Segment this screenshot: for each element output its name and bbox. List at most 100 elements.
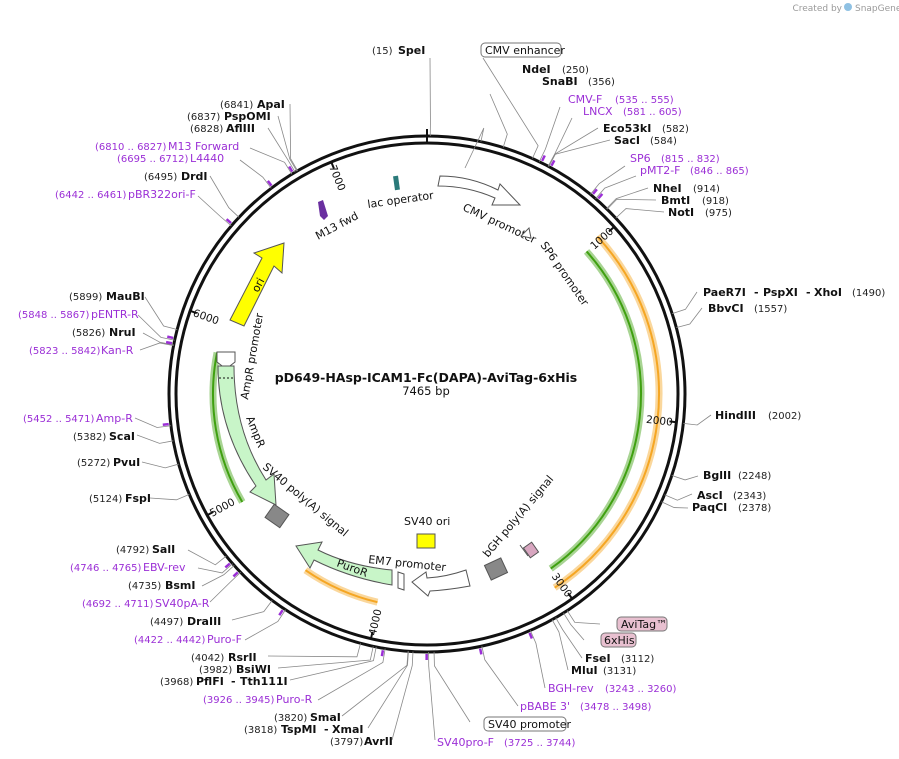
sp6-promoter-label: SP6 promoter xyxy=(538,239,592,308)
puror-arrow xyxy=(295,541,393,586)
pflfi-pos: (3968) xyxy=(160,677,193,688)
bgh-polya-label: bGH poly(A) signal xyxy=(480,473,556,560)
leader-line xyxy=(231,600,273,621)
mlui-pos: (3131) xyxy=(603,666,636,677)
tick-label-2000: 2000 xyxy=(645,414,673,429)
sp6-name: SP6 xyxy=(630,152,651,165)
snabi-name: SnaBI xyxy=(542,75,578,88)
hindiii-pos: (2002) xyxy=(768,411,801,422)
leader-line xyxy=(139,342,174,351)
tspmi-pos: (3818) xyxy=(244,725,277,736)
leader-line xyxy=(289,646,377,681)
leader-line xyxy=(606,187,649,209)
primer-mark xyxy=(225,218,232,225)
tick-4000 xyxy=(370,631,374,638)
leader-line xyxy=(277,646,374,669)
site-leader-lines xyxy=(134,57,712,741)
primer-mark xyxy=(380,650,385,657)
leader-line xyxy=(239,159,272,189)
pbabe3-pos: (3478 .. 3498) xyxy=(580,702,652,713)
leader-line xyxy=(197,195,232,227)
drdi-pos: (6495) xyxy=(144,172,177,183)
pvui-name: PvuI xyxy=(113,456,140,469)
bsmi-name: BsmI xyxy=(165,579,196,592)
bmti-name: BmtI xyxy=(661,194,690,207)
snapgene-logo-icon xyxy=(844,3,852,11)
leader-line xyxy=(244,609,286,641)
leader-line xyxy=(289,103,298,171)
tick-6000 xyxy=(190,310,198,315)
leader-line xyxy=(606,198,657,210)
tick-7000 xyxy=(330,162,335,169)
ndei-name: NdeI xyxy=(522,63,551,76)
sv40-promoter-arrow xyxy=(411,569,471,597)
spei-name: SpeI xyxy=(398,44,425,57)
em7-promoter-arrow xyxy=(397,571,405,591)
leader-line xyxy=(555,617,583,659)
pentrr-name: pENTR-R xyxy=(91,308,139,321)
rsrii-pos: (4042) xyxy=(191,653,224,664)
tick-3000 xyxy=(567,592,573,599)
primer-mark xyxy=(592,188,598,195)
asci-name: AscI xyxy=(697,489,723,502)
tspmi-sep: - xyxy=(324,723,329,736)
sv40-ori-box xyxy=(416,533,436,549)
sv40-promoter-label: SV40 promoter xyxy=(488,718,572,731)
avitag-label: AviTag™ xyxy=(621,618,667,631)
cmv-promoter-arrow xyxy=(437,175,522,206)
pspxi-name: PspXI xyxy=(763,286,798,299)
lncx-name: LNCX xyxy=(583,105,613,118)
purof-pos: (4422 .. 4442) xyxy=(134,635,206,646)
primer-mark xyxy=(232,571,239,578)
spei-pos: (15) xyxy=(372,46,393,57)
draiii-pos: (4497) xyxy=(150,617,183,628)
plasmid-name: pD649-HAsp-ICAM1-Fc(DAPA)-AviTag-6xHis xyxy=(275,370,578,385)
leader-line xyxy=(482,57,539,159)
sv40-promoter-box xyxy=(483,716,567,732)
sv40-polya-box xyxy=(264,503,290,529)
cmv-promoter-label: CMV promoter xyxy=(461,201,539,246)
tick-1000 xyxy=(608,226,615,233)
nrui-name: NruI xyxy=(109,326,136,339)
leader-line xyxy=(391,651,414,741)
created-by-text: Created by xyxy=(792,4,842,14)
leader-line xyxy=(144,296,178,330)
tick-label-7000: 7000 xyxy=(326,163,347,192)
smai-pos: (3820) xyxy=(274,713,307,724)
lac-operator-label: lac operator xyxy=(367,189,435,211)
pbr322orif-name: pBR322ori-F xyxy=(128,188,196,201)
ampr-primer-pos: (5452 .. 5471) xyxy=(23,414,95,425)
apai-name: ApaI xyxy=(257,98,285,111)
cmvf-name: CMV-F xyxy=(568,93,602,106)
primer-mark xyxy=(224,562,231,569)
fsei-name: FseI xyxy=(585,652,611,665)
xhoi-pos: (1490) xyxy=(852,288,885,299)
ori-arrow xyxy=(229,242,285,327)
site-labels: (15) SpeI NdeI (250) SnaBI (356) CMV-F (… xyxy=(18,44,885,749)
l4440-pos: (6695 .. 6712) xyxy=(117,154,189,165)
leader-line xyxy=(317,648,386,701)
sv40par-pos: (4692 .. 4711) xyxy=(82,599,154,610)
sv40par-name: SV40pA-R xyxy=(155,597,210,610)
leader-line xyxy=(209,572,241,603)
primer-mark xyxy=(166,335,174,340)
bmti-pos: (918) xyxy=(702,196,729,207)
his6-box xyxy=(600,632,637,648)
pvui-pos: (5272) xyxy=(77,458,110,469)
pbabe3-name: pBABE 3' xyxy=(520,700,570,713)
leader-line xyxy=(672,291,698,315)
avrii-pos: (3797) xyxy=(330,737,363,748)
paer7i-sep2: - xyxy=(806,286,811,299)
pspomi-pos: (6837) xyxy=(187,112,220,123)
sv40prof-name: SV40pro-F xyxy=(437,736,494,749)
green-arc-right-glow xyxy=(548,249,645,572)
ndei-pos: (250) xyxy=(562,65,589,76)
rsrii-name: RsrII xyxy=(228,651,257,664)
leader-line xyxy=(141,461,179,469)
eco53ki-pos: (582) xyxy=(662,124,689,135)
paqci-name: PaqCI xyxy=(692,501,727,514)
primer-mark xyxy=(528,632,534,639)
nhei-name: NheI xyxy=(653,182,682,195)
leader-line xyxy=(464,127,485,169)
leader-line xyxy=(142,332,174,346)
